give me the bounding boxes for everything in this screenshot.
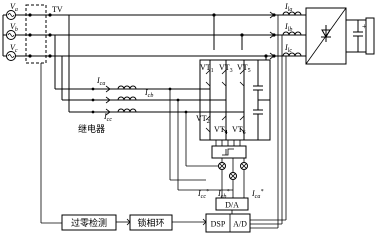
label-zero-cross: 过零检测 (71, 217, 107, 229)
dc-load-resistor (365, 17, 375, 55)
sync-chain: 过零检测 锁相环 (40, 63, 207, 231)
dsp-controller (205, 213, 251, 233)
label-vt5: VT5 (237, 63, 251, 74)
inverter-bridge: VT1 VT3 VT5 VT2 VT4 VT6 (196, 59, 271, 141)
label-ica-ref: Ica* (251, 189, 263, 200)
switch-vt5-icon (239, 69, 245, 87)
label-da: D/A (225, 201, 239, 210)
label-ilc: Ilc (284, 43, 292, 54)
feedback-lines: Icc* Icb* Ica* (168, 87, 263, 200)
tv-transformer: TV (25, 4, 63, 64)
label-icc: Icc (103, 112, 112, 123)
label-dsp: DSP (211, 220, 226, 229)
label-icb-ref: Icb* (217, 189, 229, 200)
label-vb: Vb (10, 22, 18, 33)
compensation-branches: Ica Icb Icc 继电器 (54, 15, 267, 135)
label-icb: Icb (144, 88, 153, 99)
load-sense-lines (250, 14, 287, 229)
hysteresis-block (211, 140, 247, 159)
rectifier-load: + (301, 7, 375, 65)
label-relay: 继电器 (78, 123, 105, 135)
label-vt3: VT3 (219, 63, 233, 74)
switch-vt1-icon (205, 69, 211, 87)
label-pll: 锁相环 (137, 217, 164, 229)
voltage-sources: Va Vb Vc (2, 2, 18, 61)
da-block: D/A (215, 170, 249, 211)
load-inductors: Ila Ilb Ilc (269, 2, 302, 60)
label-tv: TV (52, 5, 63, 14)
dsp-block: DSP A/D (205, 210, 251, 233)
label-ilb: Ilb (284, 22, 292, 33)
zero-cross-detector (61, 214, 117, 231)
switch-vt3-icon (221, 69, 227, 87)
label-vc: Vc (10, 43, 18, 54)
label-ad: A/D (233, 220, 247, 229)
label-vt1: VT1 (200, 63, 214, 74)
label-icc-ref: Icc* (197, 189, 209, 200)
label-vt6: VT6 (232, 125, 246, 136)
summing-junctions (218, 158, 248, 180)
hysteresis-comparator (211, 145, 247, 159)
cap-plus: + (362, 22, 367, 31)
label-ica: Ica (96, 76, 105, 87)
label-ila: Ila (284, 2, 292, 13)
label-vt2: VT2 (196, 114, 210, 125)
pll-block (129, 214, 173, 231)
label-va: Va (10, 2, 18, 13)
label-vt4: VT4 (214, 125, 228, 136)
main-lines (15, 13, 304, 58)
